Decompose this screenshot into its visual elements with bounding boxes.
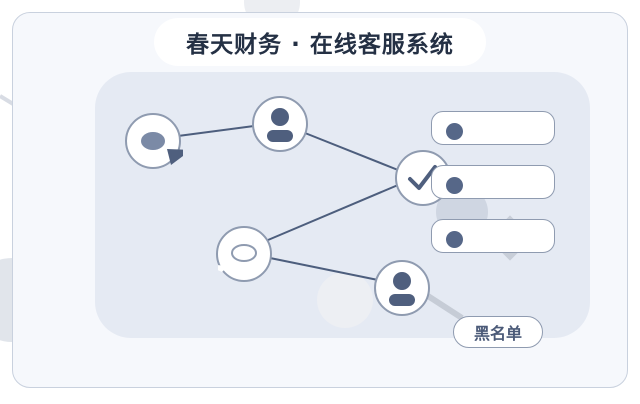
bullet-dot-icon (446, 123, 463, 140)
blacklist-button[interactable]: 黑名单 (453, 316, 543, 348)
page-title: 春天财务 · 在线客服系统 (154, 18, 486, 66)
checkmark-icon (408, 165, 437, 190)
blacklist-button-label: 黑名单 (473, 324, 522, 343)
link-chat-to-agent (177, 125, 255, 137)
input-field-3[interactable] (431, 219, 555, 253)
input-field-1[interactable] (431, 111, 555, 145)
user-avatar-icon (389, 272, 415, 306)
link-agent-to-check (304, 132, 399, 171)
chat-node-light[interactable] (216, 226, 272, 282)
page-title-text: 春天财务 · 在线客服系统 (186, 32, 454, 58)
link-chat2-to-agent2 (269, 257, 379, 281)
user-avatar-icon (267, 108, 293, 142)
agent-node-bottom[interactable] (374, 260, 430, 316)
bullet-dot-icon (446, 231, 463, 248)
chat-bubble-icon (218, 244, 257, 272)
bullet-dot-icon (446, 177, 463, 194)
link-chat2-to-check (267, 184, 399, 241)
chat-node-dark[interactable] (125, 113, 183, 169)
agent-node-top[interactable] (252, 96, 308, 152)
chat-bubble-icon (141, 132, 183, 165)
input-field-2[interactable] (431, 165, 555, 199)
